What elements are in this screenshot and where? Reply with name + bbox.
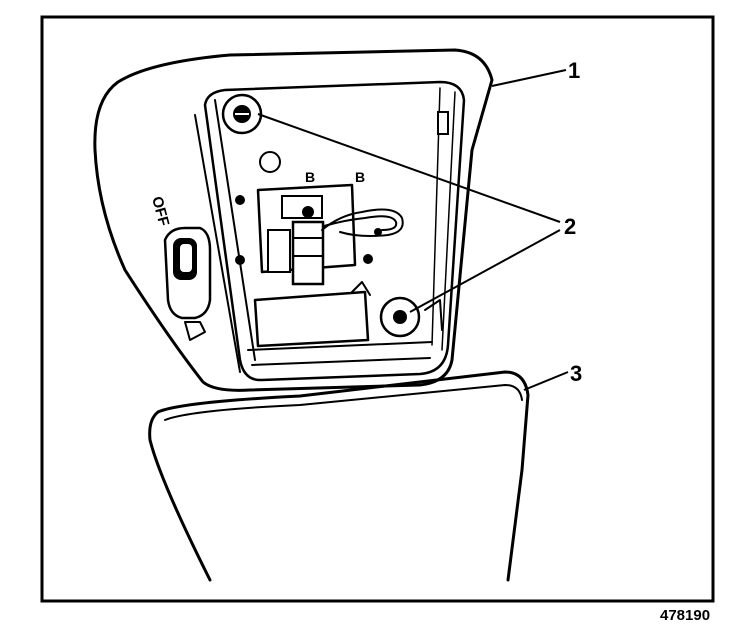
lamp-wire	[321, 208, 404, 237]
lamp-lens	[148, 370, 530, 582]
rivets	[235, 195, 382, 265]
connector-block	[253, 281, 371, 348]
lamp-base	[194, 80, 466, 382]
screw-bottom	[379, 296, 421, 338]
callout-2: 2	[564, 214, 576, 239]
screw-top	[221, 93, 263, 135]
leader-lines	[257, 69, 569, 391]
lamp-housing	[93, 48, 494, 392]
side-clips	[424, 111, 449, 331]
mounting-hole	[259, 151, 281, 173]
lamp-switch	[163, 226, 212, 341]
callout-1: 1	[568, 58, 580, 83]
figure-frame	[40, 15, 715, 603]
callout-3: 3	[570, 361, 582, 386]
terminal-mark-right: B	[355, 169, 365, 185]
switch-off-label: OFF	[148, 195, 172, 228]
terminal-mark-left: B	[305, 169, 315, 185]
bulb-socket	[256, 183, 357, 286]
figure-number: 478190	[660, 607, 710, 624]
